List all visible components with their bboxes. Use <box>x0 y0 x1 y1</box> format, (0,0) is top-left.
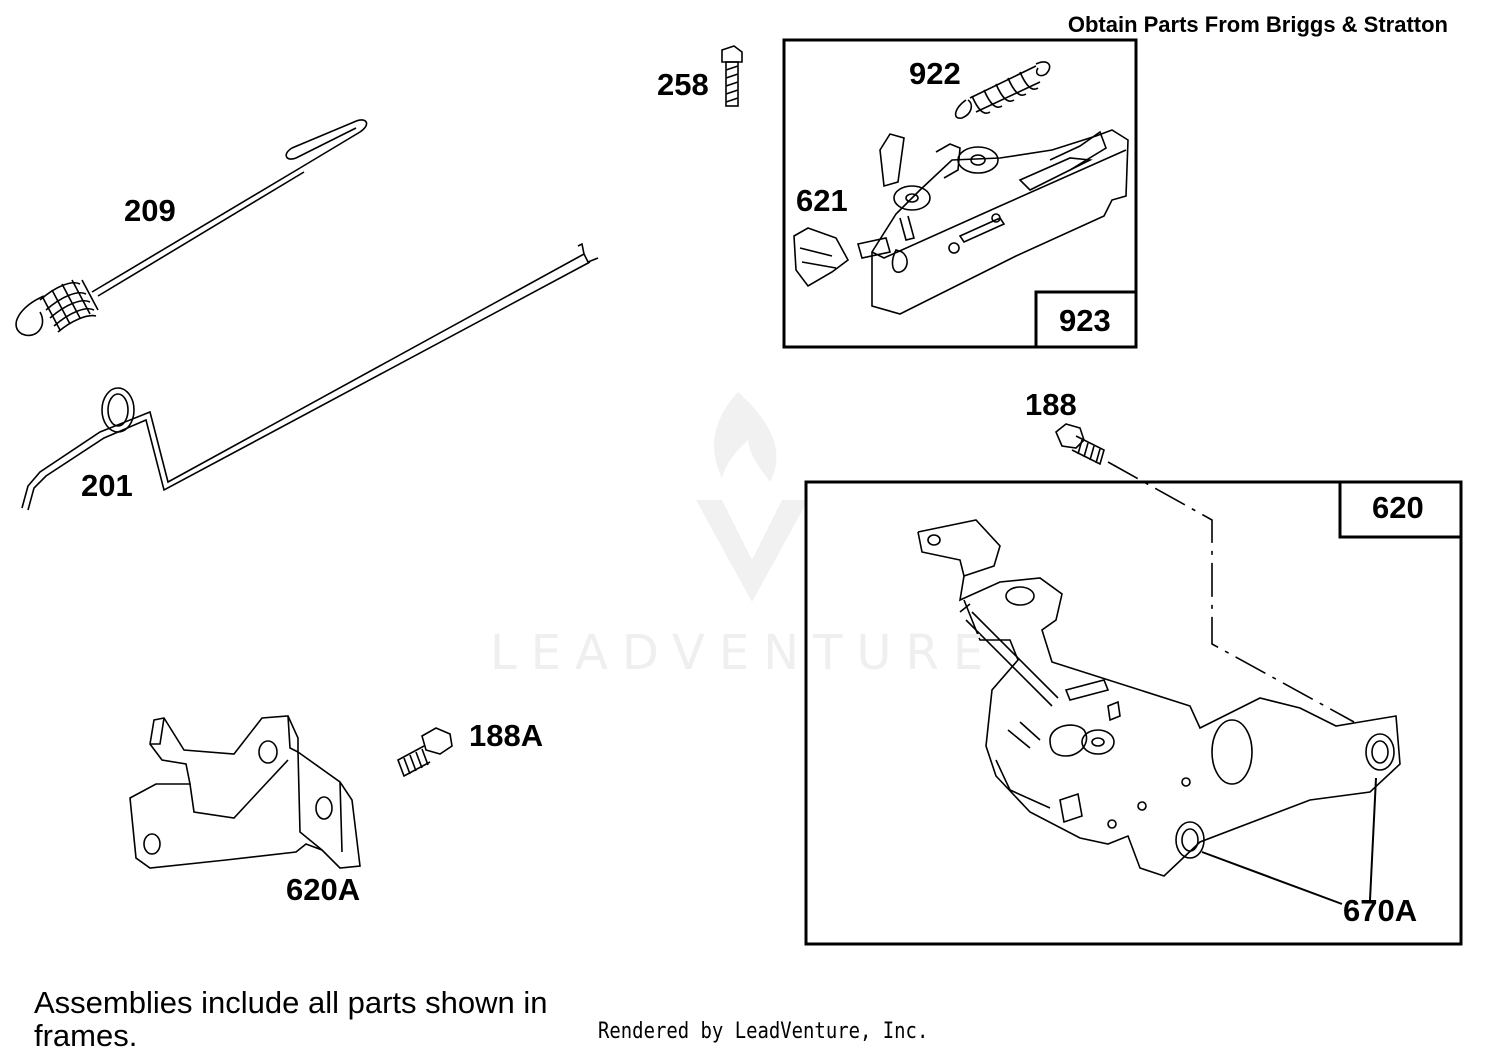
watermark-text: LEADVENTURE <box>490 625 998 681</box>
watermark-logo-icon <box>696 392 808 602</box>
frame-620 <box>804 480 1463 946</box>
part-label-209: 209 <box>124 193 176 228</box>
part-label-922: 922 <box>909 56 961 91</box>
part-label-620a: 620A <box>286 872 361 907</box>
screw-258 <box>721 45 743 107</box>
part-label-188: 188 <box>1025 387 1077 422</box>
part-label-670a: 670A <box>1343 893 1418 928</box>
part-label-201: 201 <box>81 468 133 503</box>
part-label-188a: 188A <box>469 718 544 753</box>
part-label-621: 621 <box>796 183 848 218</box>
render-credit: Rendered by LeadVenture, Inc. <box>598 1019 929 1044</box>
control-bracket-923 <box>793 129 1129 315</box>
screw-188 <box>1055 423 1105 466</box>
assembly-note: Assemblies include all parts shown in fr… <box>34 985 548 1053</box>
part-label-923: 923 <box>1059 303 1111 338</box>
bracket-620 <box>917 519 1401 877</box>
bracket-620a <box>129 715 361 869</box>
part-label-258: 258 <box>657 67 709 102</box>
center-line-188 <box>1107 461 1355 723</box>
leader-670a <box>1201 777 1377 905</box>
part-label-620: 620 <box>1372 490 1424 525</box>
source-header: Obtain Parts From Briggs & Stratton <box>1067 12 1448 37</box>
spring-209 <box>15 119 368 337</box>
screw-188a <box>397 727 453 778</box>
frame-923 <box>782 38 1138 349</box>
link-rod-201 <box>21 242 599 511</box>
spring-922 <box>954 61 1051 119</box>
